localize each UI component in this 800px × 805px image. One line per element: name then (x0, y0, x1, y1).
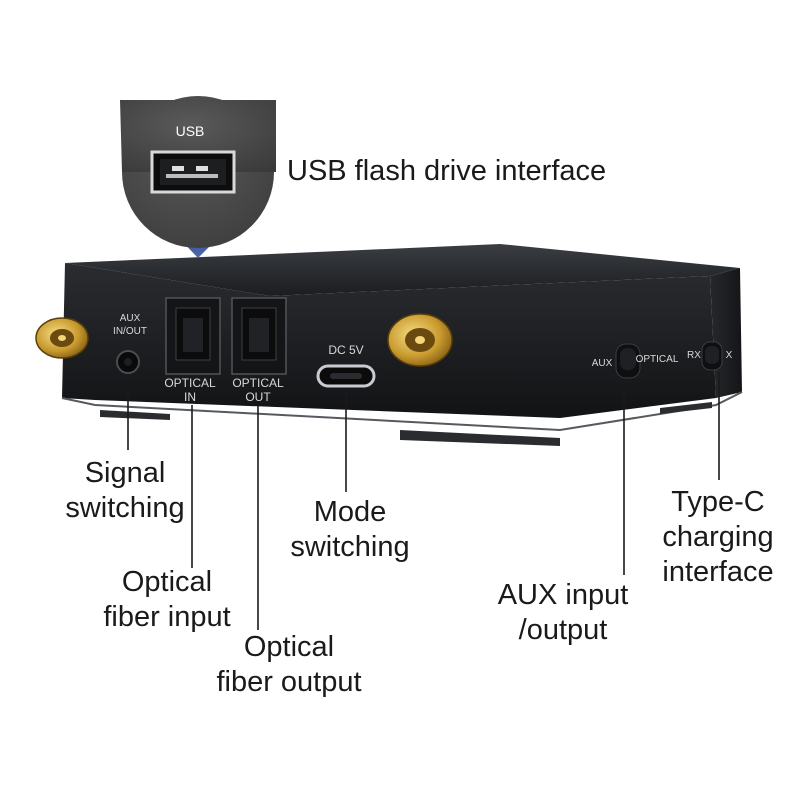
usb-callout-bubble: USB (120, 96, 276, 258)
callout-signal-switching: Signal switching (50, 456, 200, 526)
usb-flash-callout: USB flash drive interface (287, 155, 607, 187)
callout-optical-fiber-output-line2: fiber output (216, 666, 362, 698)
device-foot-left (100, 410, 170, 420)
rx-tx-switch: RX X (687, 341, 733, 371)
optical-in-port: OPTICAL IN (164, 297, 221, 404)
callout-type-c-charging: Type-C charging interface (648, 485, 788, 590)
optical-out-label-line1: OPTICAL (232, 376, 284, 390)
callout-aux-input-output-line1: AUX input (497, 579, 629, 611)
callout-mode-switching: Mode switching (280, 495, 420, 565)
callout-signal-switching-line1: Signal (84, 457, 166, 489)
callout-optical-fiber-input: Optical fiber input (92, 565, 242, 635)
device-foot-right (660, 402, 712, 414)
callout-type-c-line1: Type-C (671, 486, 765, 518)
antenna-connector-left (35, 317, 89, 359)
callout-optical-fiber-output: Optical fiber output (205, 630, 373, 700)
dc-label: DC 5V (328, 343, 363, 357)
callout-type-c-line2: charging (662, 521, 774, 553)
callout-aux-input-output-line2: /output (518, 614, 608, 646)
device-top-face (65, 244, 740, 296)
usb-badge-label: USB (176, 123, 205, 139)
type-c-port: DC 5V (316, 343, 376, 388)
callout-type-c-line3: interface (662, 556, 774, 588)
optical-out-port: OPTICAL OUT (231, 297, 287, 404)
device-bottom-edge (61, 391, 743, 432)
optical-in-label-line1: OPTICAL (164, 376, 216, 390)
callout-optical-fiber-input-line1: Optical (121, 566, 213, 598)
leader-lines (127, 372, 720, 630)
switch2-right-label: X (726, 350, 733, 361)
switch2-left-label: RX (687, 350, 701, 361)
device-foot-center (400, 430, 560, 446)
optical-in-label-line2: IN (184, 390, 196, 404)
aux-label-line2: IN/OUT (113, 326, 147, 337)
callout-mode-switching-line2: switching (290, 531, 410, 563)
callout-optical-fiber-input-line2: fiber input (103, 601, 231, 633)
usb-port-icon (150, 150, 236, 194)
antenna-connector-center (387, 313, 453, 367)
callout-aux-input-output: AUX input /output (487, 578, 639, 648)
aux-label-line1: AUX (120, 313, 141, 324)
aux-optical-switch: AUX OPTICAL (592, 343, 679, 379)
switch1-right-label: OPTICAL (636, 354, 679, 365)
switch1-left-label: AUX (592, 358, 613, 369)
aux-jack: AUX IN/OUT (113, 313, 147, 374)
optical-out-label-line2: OUT (245, 390, 271, 404)
callout-mode-switching-line1: Mode (313, 496, 387, 528)
callout-optical-fiber-output-line1: Optical (243, 631, 335, 663)
callout-signal-switching-line2: switching (65, 492, 185, 524)
